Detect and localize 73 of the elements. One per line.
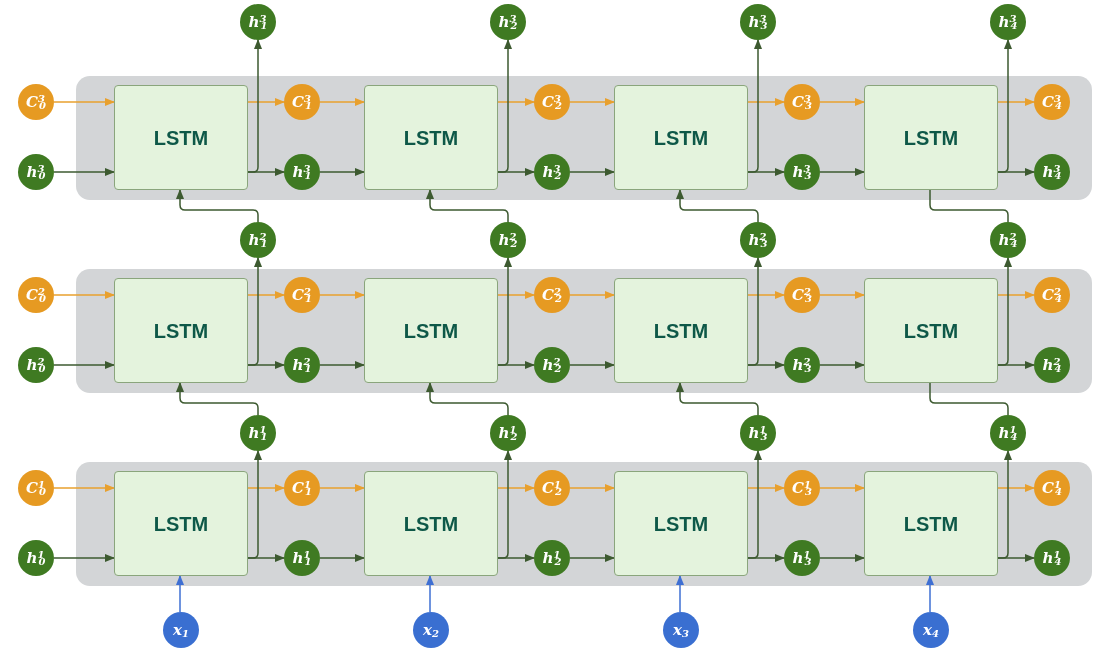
- layer-band: [76, 462, 1092, 586]
- lstm-cell-box: LSTM: [864, 471, 998, 576]
- arrow: [747, 483, 786, 493]
- arrow: [819, 97, 866, 107]
- arrow: [247, 483, 286, 493]
- lstm-cell-box: LSTM: [614, 85, 748, 190]
- arrow: [247, 38, 263, 173]
- arrow: [247, 256, 263, 366]
- arrow: [675, 574, 685, 613]
- arrow: [675, 188, 759, 223]
- arrow: [497, 97, 536, 107]
- lstm-cell-box: LSTM: [364, 85, 498, 190]
- arrow: [319, 483, 366, 493]
- arrow: [175, 381, 259, 416]
- arrow: [569, 360, 616, 370]
- arrow: [319, 290, 366, 300]
- arrow: [819, 290, 866, 300]
- lstm-cell-box: LSTM: [364, 278, 498, 383]
- arrow: [569, 97, 616, 107]
- layer-band: [76, 76, 1092, 200]
- arrow: [497, 483, 536, 493]
- arrow: [747, 290, 786, 300]
- lstm-cell-box: LSTM: [364, 471, 498, 576]
- arrow: [747, 97, 786, 107]
- arrow: [997, 256, 1013, 366]
- arrow: [247, 97, 286, 107]
- arrow: [319, 360, 366, 370]
- arrow: [819, 360, 866, 370]
- lstm-cell-box: LSTM: [114, 278, 248, 383]
- arrow: [53, 483, 116, 493]
- lstm-cell-box: LSTM: [864, 278, 998, 383]
- arrow: [569, 167, 616, 177]
- arrow: [175, 574, 185, 613]
- arrow: [425, 188, 509, 223]
- layer-band: [76, 269, 1092, 393]
- arrow: [497, 38, 513, 173]
- arrow: [53, 360, 116, 370]
- arrow: [819, 483, 866, 493]
- lstm-cell-box: LSTM: [864, 85, 998, 190]
- arrow: [747, 449, 763, 559]
- arrow: [497, 290, 536, 300]
- arrow: [925, 574, 935, 613]
- arrow: [247, 449, 263, 559]
- arrow: [997, 290, 1036, 300]
- arrow: [53, 167, 116, 177]
- arrow: [675, 381, 759, 416]
- arrow: [247, 290, 286, 300]
- lstm-cell-box: LSTM: [614, 278, 748, 383]
- arrow: [569, 483, 616, 493]
- arrow: [819, 553, 866, 563]
- arrow: [319, 553, 366, 563]
- arrow: [497, 256, 513, 366]
- arrow: [569, 290, 616, 300]
- arrow: [819, 167, 866, 177]
- lstm-cell-box: LSTM: [114, 85, 248, 190]
- arrow: [425, 381, 509, 416]
- arrow: [997, 97, 1036, 107]
- arrow: [319, 97, 366, 107]
- arrow: [425, 574, 435, 613]
- arrow: [319, 167, 366, 177]
- lstm-cell-box: LSTM: [114, 471, 248, 576]
- lstm-cell-box: LSTM: [614, 471, 748, 576]
- arrow: [53, 553, 116, 563]
- arrow: [53, 290, 116, 300]
- arrow: [997, 483, 1036, 493]
- arrow: [747, 38, 763, 173]
- arrow: [997, 38, 1013, 173]
- arrow: [53, 97, 116, 107]
- arrow: [175, 188, 259, 223]
- arrow: [569, 553, 616, 563]
- arrow: [997, 449, 1013, 559]
- arrow: [747, 256, 763, 366]
- arrow: [497, 449, 513, 559]
